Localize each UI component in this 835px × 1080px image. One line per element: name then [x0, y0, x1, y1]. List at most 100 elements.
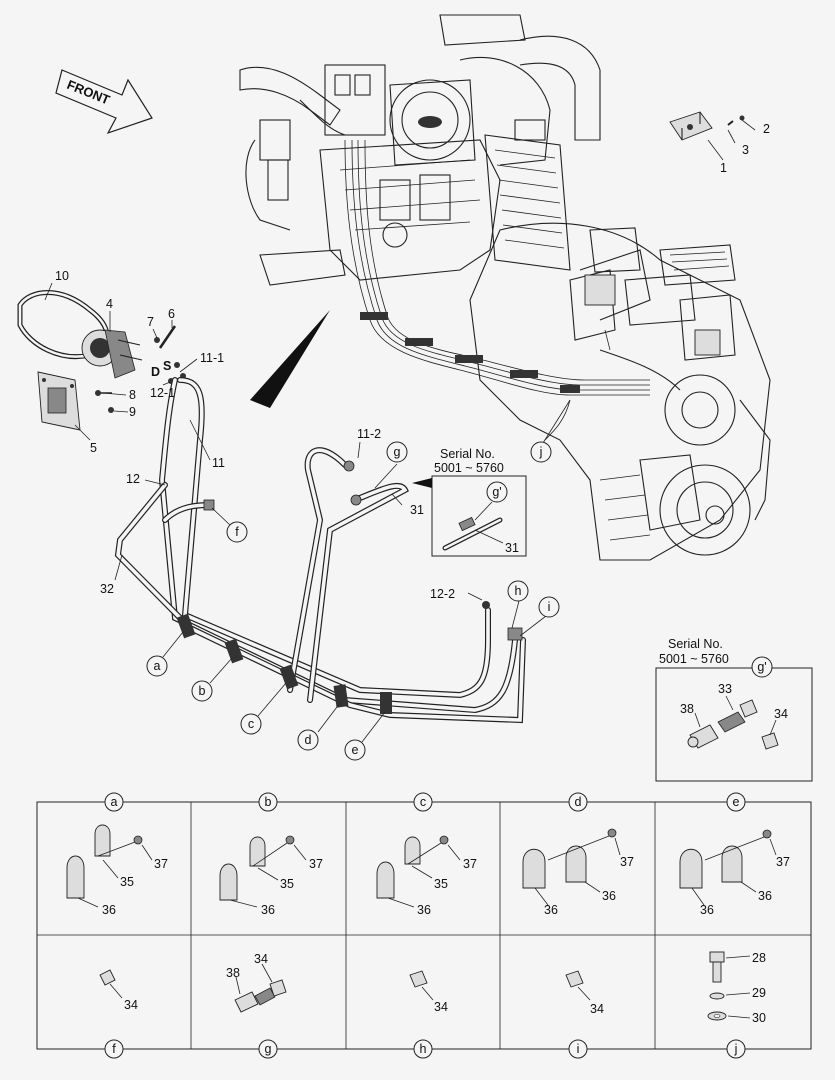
svg-text:h: h: [515, 584, 522, 598]
callout-e: e: [344, 739, 366, 761]
inset-right: Serial No. 5001 ~ 5760 g' 33 34 38: [655, 637, 813, 782]
valve-s-label: S: [163, 359, 171, 373]
detail-a-part-36: 36: [102, 903, 116, 917]
detail-a: a 37 35 36: [66, 792, 168, 917]
detail-j-part-29: 29: [752, 986, 766, 1000]
detail-d: d 37 36 36: [522, 792, 634, 917]
inset-right-part-38: 38: [680, 702, 694, 716]
detail-j: j 28 29 30: [707, 951, 766, 1059]
detail-e-part-36a: 36: [700, 903, 714, 917]
svg-text:b: b: [199, 684, 206, 698]
detail-b-part-36: 36: [261, 903, 275, 917]
detail-f: f 34: [99, 969, 138, 1059]
detail-h: h 34: [409, 970, 448, 1059]
svg-text:f: f: [235, 525, 239, 539]
inset-top-range: 5001 ~ 5760: [434, 461, 504, 475]
svg-text:d: d: [575, 795, 582, 809]
svg-text:h: h: [420, 1042, 427, 1056]
callout-d: d: [297, 729, 319, 751]
svg-text:a: a: [111, 795, 118, 809]
inset-top-title: Serial No.: [440, 447, 495, 461]
valve-d-label: D: [151, 365, 160, 379]
part-label-5: 5: [90, 441, 97, 455]
part-label-11-2: 11-2: [357, 427, 381, 441]
leader-lines: [44, 119, 756, 743]
detail-grid: a 37 35 36 b 37 35 36: [36, 792, 812, 1059]
detail-c-part-36: 36: [417, 903, 431, 917]
svg-text:e: e: [733, 795, 740, 809]
detail-d-part-36a: 36: [544, 903, 558, 917]
detail-a-part-37: 37: [154, 857, 168, 871]
part-label-3: 3: [742, 143, 749, 157]
part-label-7: 7: [147, 315, 154, 329]
detail-c: c 37 35 36: [376, 792, 477, 917]
svg-text:i: i: [548, 600, 551, 614]
callout-f: f: [226, 521, 248, 543]
pointer-wedge: [250, 310, 330, 408]
detail-j-part-30: 30: [752, 1011, 766, 1025]
detail-b-part-37: 37: [309, 857, 323, 871]
main-callouts: a b c d e f g h i j: [146, 441, 560, 761]
engine-tubes: [344, 139, 650, 441]
detail-i-part-34: 34: [590, 1002, 604, 1016]
part-label-31: 31: [410, 503, 424, 517]
inset-top-part: 31: [505, 541, 519, 555]
detail-i: i 34: [565, 970, 604, 1059]
detail-h-part-34: 34: [434, 1000, 448, 1014]
detail-g-part-34: 34: [254, 952, 268, 966]
svg-text:a: a: [154, 659, 161, 673]
svg-text:j: j: [734, 1042, 738, 1056]
detail-a-part-35: 35: [120, 875, 134, 889]
detail-c-part-35: 35: [434, 877, 448, 891]
svg-text:c: c: [420, 795, 426, 809]
inset-top: Serial No. 5001 ~ 5760 g' 31: [412, 447, 527, 557]
svg-text:i: i: [577, 1042, 580, 1056]
callout-b: b: [191, 680, 213, 702]
inset-right-part-34: 34: [774, 707, 788, 721]
part-label-8: 8: [129, 388, 136, 402]
svg-text:j: j: [539, 445, 543, 459]
part-label-9: 9: [129, 405, 136, 419]
svg-text:g: g: [394, 445, 401, 459]
detail-c-part-37: 37: [463, 857, 477, 871]
part-label-6: 6: [168, 307, 175, 321]
callout-c: c: [240, 713, 262, 735]
part-label-2: 2: [763, 122, 770, 136]
callout-h: h: [507, 580, 529, 602]
svg-text:d: d: [305, 733, 312, 747]
hose-lines: [114, 377, 526, 724]
part-label-12-1: 12-1: [150, 386, 175, 400]
svg-text:e: e: [352, 743, 359, 757]
part-label-12-2: 12-2: [430, 587, 455, 601]
part-label-10: 10: [55, 269, 69, 283]
inset-top-callout: g': [492, 485, 501, 499]
detail-d-part-36b: 36: [602, 889, 616, 903]
detail-b: b 37 35 36: [219, 792, 323, 917]
front-arrow: FRONT: [55, 69, 153, 135]
svg-text:g: g: [265, 1042, 272, 1056]
part-label-4: 4: [106, 297, 113, 311]
detail-d-part-37: 37: [620, 855, 634, 869]
inset-right-range: 5001 ~ 5760: [659, 652, 729, 666]
inset-right-callout: g': [757, 660, 766, 674]
inset-right-part-33: 33: [718, 682, 732, 696]
part-label-12: 12: [126, 472, 140, 486]
svg-text:f: f: [112, 1042, 116, 1056]
callout-g: g: [386, 441, 408, 463]
main-part-labels: 1 2 3 4 5 6 7 8 9 10 11 11-1 11-2 12 12-…: [55, 122, 770, 601]
svg-text:c: c: [248, 717, 254, 731]
inset-right-title: Serial No.: [668, 637, 723, 651]
engine-assembly: [239, 14, 771, 561]
switch-assembly: [669, 111, 745, 141]
part-label-11: 11: [212, 456, 225, 470]
part-label-32: 32: [100, 582, 114, 596]
callout-a: a: [146, 655, 168, 677]
detail-e-part-37: 37: [776, 855, 790, 869]
detail-g: g 34 38: [226, 952, 287, 1059]
svg-text:b: b: [265, 795, 272, 809]
callout-i: i: [538, 596, 560, 618]
callout-j: j: [530, 441, 552, 463]
detail-e: e 37 36 36: [679, 792, 790, 917]
detail-b-part-35: 35: [280, 877, 294, 891]
